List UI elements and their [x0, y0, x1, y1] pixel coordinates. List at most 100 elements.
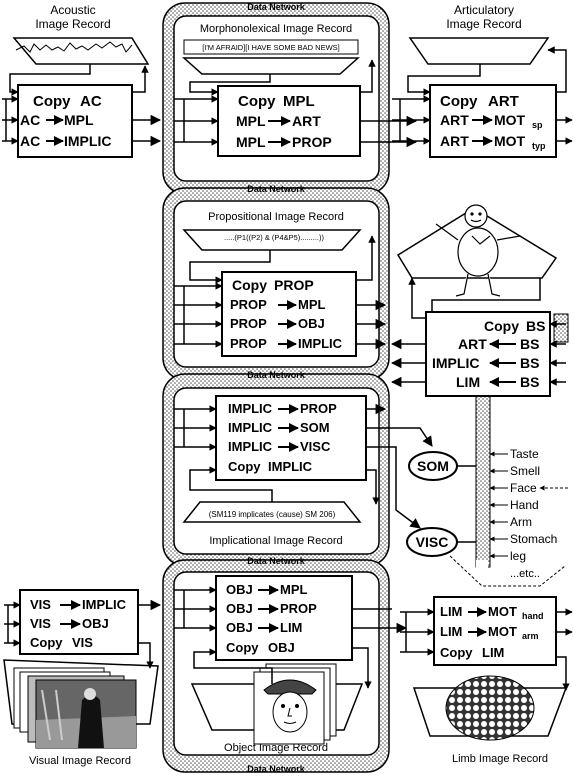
data-network-label: Data Network: [247, 764, 306, 774]
obj-op3-src: OBJ: [226, 620, 253, 635]
visual-subsystem: VIS IMPLIC VIS OBJ Copy VIS Visual Image…: [4, 590, 160, 767]
visual-scene-images: [14, 668, 136, 748]
waveform: [16, 42, 132, 52]
prop-record-text: .....(P1((P2) & (P4&P5).........)): [224, 233, 325, 242]
body-state-subsystem: Copy BS ART BS IMPLIC BS LIM BS: [392, 205, 566, 396]
data-network-label: Data Network: [247, 184, 306, 194]
prop-op4-dst: IMPLIC: [298, 336, 343, 351]
visc-label: VISC: [416, 534, 449, 550]
articulatory-subsystem: Articulatory Image Record Copy ART ART M…: [392, 3, 572, 157]
visual-title: Visual Image Record: [29, 755, 131, 767]
art-op2-dst: MOT: [494, 112, 526, 128]
art-copy-code: ART: [488, 93, 519, 110]
mpl-op2-dst: ART: [292, 113, 321, 129]
ac-copy-code: AC: [80, 93, 102, 110]
prop-copy-code: PROP: [274, 277, 314, 293]
implicational-title: Implicational Image Record: [209, 535, 342, 547]
obj-op1-dst: MPL: [280, 582, 308, 597]
obj-copy-label: Copy: [226, 640, 259, 655]
limb-title: Limb Image Record: [452, 753, 548, 765]
art-op2-sub: sp: [532, 120, 543, 130]
articulatory-record-trapezoid: [410, 38, 548, 64]
sense-item: ...etc..: [510, 568, 540, 580]
lim-copy-label: Copy: [440, 645, 473, 660]
ac-op3-src: AC: [20, 133, 40, 149]
acoustic-title-line1: Acoustic: [50, 3, 95, 17]
morphonolexical-title: Morphonolexical Image Record: [200, 23, 352, 35]
mpl-record-text: [I'M AFRAID][I HAVE SOME BAD NEWS]: [202, 43, 340, 52]
prop-op3-dst: OBJ: [298, 316, 325, 331]
articulatory-title-line2: Image Record: [446, 17, 521, 31]
object-face-image: [254, 664, 336, 744]
lim-copy-code: LIM: [482, 645, 504, 660]
art-op3-sub: typ: [532, 141, 546, 151]
prop-copy-label: Copy: [232, 277, 267, 293]
vis-op2-src: VIS: [30, 616, 51, 631]
data-network-label: Data Network: [247, 2, 306, 12]
mpl-op2-src: MPL: [236, 113, 266, 129]
implic-op3-dst: VISC: [300, 439, 331, 454]
bs-op3-dst: BS: [520, 355, 539, 371]
prop-op2-dst: MPL: [298, 297, 326, 312]
lim-op2-dst: MOT: [488, 624, 517, 639]
propositional-title: Propositional Image Record: [208, 211, 344, 223]
object-title: Object Image Record: [224, 742, 328, 754]
sense-item: Hand: [510, 498, 539, 512]
mpl-copy-code: MPL: [283, 93, 315, 110]
art-copy-label: Copy: [440, 93, 478, 110]
obj-op1-src: OBJ: [226, 582, 253, 597]
vis-copy-code: VIS: [72, 635, 93, 650]
bs-op2-dst: BS: [520, 336, 539, 352]
body-figure: [436, 205, 520, 296]
vis-op1-dst: IMPLIC: [82, 597, 127, 612]
ac-copy-label: Copy: [33, 93, 71, 110]
acoustic-title-line2: Image Record: [35, 17, 110, 31]
ac-op2-src: AC: [20, 112, 40, 128]
obj-op3-dst: LIM: [280, 620, 302, 635]
implic-op3-src: IMPLIC: [228, 439, 273, 454]
obj-op2-dst: PROP: [280, 601, 317, 616]
acoustic-record-trapezoid: [14, 38, 148, 64]
visc-node: VISC: [407, 528, 476, 556]
implic-copy-code: IMPLIC: [268, 459, 313, 474]
obj-op2-src: OBJ: [226, 601, 253, 616]
implic-record-text: (SM119 implicates (cause) SM 206): [209, 510, 336, 519]
vis-copy-label: Copy: [30, 635, 63, 650]
sense-item: leg: [510, 549, 526, 563]
lim-op1-sub: hand: [522, 611, 544, 621]
lim-op2-src: LIM: [440, 624, 462, 639]
obj-copy-code: OBJ: [268, 640, 295, 655]
lim-op2-sub: arm: [522, 631, 539, 641]
bs-op3-src: IMPLIC: [432, 355, 479, 371]
bs-copy-code: BS: [526, 318, 545, 334]
art-op3-src: ART: [440, 133, 469, 149]
ac-op2-dst: MPL: [64, 112, 94, 128]
limb-subsystem: LIM MOT hand LIM MOT arm Copy LIM Limb I…: [400, 597, 572, 765]
implic-copy-label: Copy: [228, 459, 261, 474]
prop-op3-src: PROP: [230, 316, 267, 331]
implic-op2-dst: SOM: [300, 420, 330, 435]
sense-item: Arm: [510, 515, 532, 529]
art-op2-src: ART: [440, 112, 469, 128]
lim-op1-dst: MOT: [488, 604, 517, 619]
vis-op1-src: VIS: [30, 597, 51, 612]
data-network-label: Data Network: [247, 370, 306, 380]
sense-item: Smell: [510, 464, 540, 478]
mpl-op3-dst: PROP: [292, 134, 332, 150]
sense-item: Stomach: [510, 532, 557, 546]
bs-op4-dst: BS: [520, 374, 539, 390]
implic-op1-src: IMPLIC: [228, 401, 273, 416]
sense-item: Taste: [510, 447, 539, 461]
mpl-copy-label: Copy: [238, 93, 276, 110]
data-network-label: Data Network: [247, 556, 306, 566]
articulatory-title-line1: Articulatory: [454, 3, 514, 17]
bs-op2-src: ART: [458, 336, 487, 352]
som-node: SOM: [409, 452, 476, 480]
prop-op4-src: PROP: [230, 336, 267, 351]
art-op3-dst: MOT: [494, 133, 526, 149]
sense-item: Face: [510, 481, 537, 495]
limb-mesh-image: [446, 676, 534, 740]
implic-op1-dst: PROP: [300, 401, 337, 416]
body-senses-list: Taste Smell Face Hand Arm Stomach leg ..…: [450, 447, 570, 586]
